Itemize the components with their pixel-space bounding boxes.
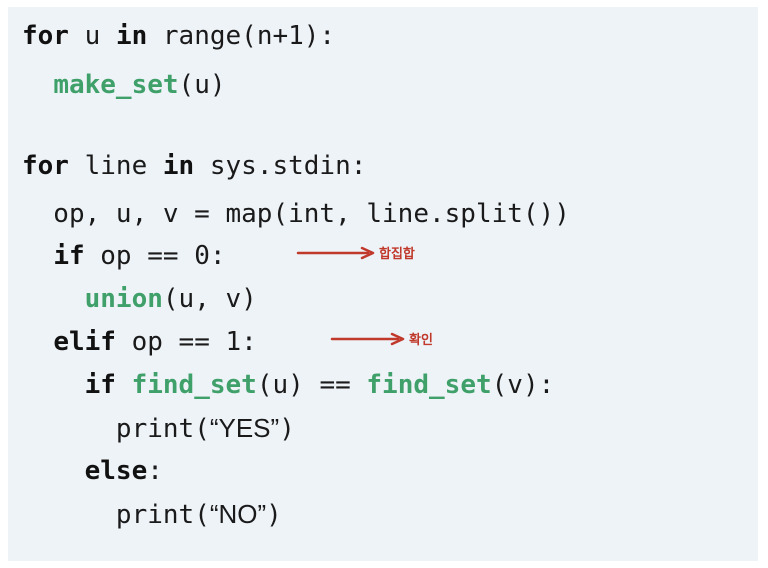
code-text: u: [68, 21, 116, 51]
code-text: sys.stdin:: [194, 151, 367, 181]
code-text: print(: [115, 414, 210, 444]
keyword-in: in: [115, 21, 148, 51]
code-text: op == 1:: [115, 327, 257, 357]
code-text: ): [266, 500, 282, 530]
indent: [22, 456, 85, 486]
code-line-2: make_set(u): [22, 68, 226, 102]
code-text: range(n+1):: [147, 21, 336, 51]
annotation-text: 합집합: [379, 247, 415, 262]
code-line-5: op, u, v = map(int, line.split()): [22, 197, 570, 231]
function-union: union: [84, 284, 163, 314]
keyword-if: if: [53, 241, 85, 271]
indent: [22, 500, 116, 530]
indent: [22, 241, 53, 271]
code-line-6: if op == 0:: [22, 239, 226, 273]
function-make-set: make_set: [53, 70, 179, 100]
indent: [22, 370, 85, 400]
keyword-for: for: [22, 21, 69, 51]
keyword-else: else: [84, 456, 148, 486]
keyword-if: if: [84, 370, 116, 400]
code-text: line: [68, 151, 163, 181]
code-line-7: union(u, v): [22, 282, 257, 316]
code-text: (u, v): [162, 284, 257, 314]
keyword-elif: elif: [53, 327, 116, 357]
space: [116, 370, 132, 400]
code-text: op, u, v = map(int, line.split()): [22, 199, 570, 229]
code-line-1: for u in range(n+1):: [22, 19, 335, 53]
string-literal: “YES”: [209, 413, 280, 443]
annotation-check: 확인: [330, 329, 433, 348]
code-line-11: else:: [22, 454, 163, 488]
indent: [22, 284, 85, 314]
code-text: :: [147, 456, 163, 486]
code-block: for u in range(n+1): make_set(u) for lin…: [8, 7, 758, 561]
function-find-set: find_set: [366, 370, 492, 400]
code-text: print(: [115, 500, 210, 530]
keyword-in: in: [162, 151, 195, 181]
right-arrow-icon: [330, 332, 405, 345]
code-text: (v):: [491, 370, 555, 400]
annotation-text: 확인: [409, 333, 433, 348]
code-text: op == 0:: [84, 241, 226, 271]
code-line-10: print(“YES”): [22, 411, 295, 446]
code-text: (u): [178, 70, 226, 100]
string-literal: “NO”: [209, 499, 267, 529]
code-line-8: elif op == 1:: [22, 325, 257, 359]
code-line-4: for line in sys.stdin:: [22, 149, 366, 183]
code-text: (u) ==: [256, 370, 367, 400]
annotation-union: 합집합: [296, 243, 415, 262]
code-line-9: if find_set(u) == find_set(v):: [22, 368, 555, 402]
keyword-for: for: [22, 151, 69, 181]
code-text: ): [279, 414, 295, 444]
right-arrow-icon: [296, 246, 375, 259]
indent: [22, 70, 53, 100]
indent: [22, 327, 53, 357]
indent: [22, 414, 116, 444]
code-line-12: print(“NO”): [22, 497, 282, 532]
function-find-set: find_set: [131, 370, 257, 400]
